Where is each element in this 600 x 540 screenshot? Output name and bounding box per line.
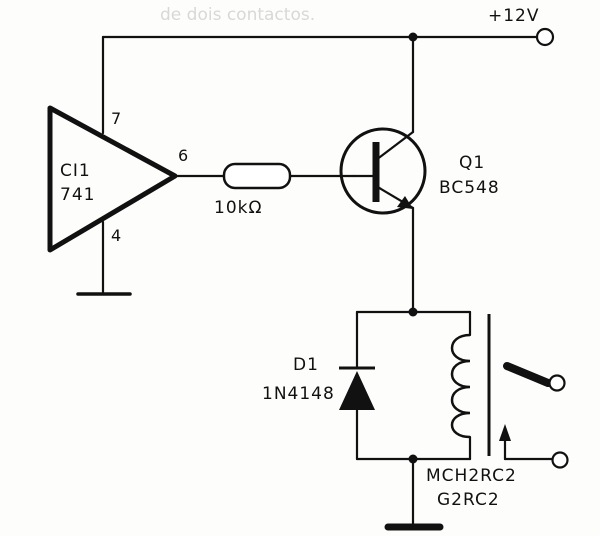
opamp-ic1: CI1 741 7 6 4 xyxy=(47,35,188,296)
ic-pin-supply-label: 7 xyxy=(111,109,121,128)
transistor-q1: Q1 BC548 xyxy=(339,35,500,314)
transistor-part-label: BC548 xyxy=(439,178,500,198)
diode-d1: D1 1N4148 xyxy=(262,310,375,461)
diode-part-label: 1N4148 xyxy=(262,384,335,404)
background-bleed-text: de dois contactos. xyxy=(160,5,315,25)
contact-terminal-upper xyxy=(548,374,566,392)
relay-part-label-line1: MCH2RC2 xyxy=(426,466,517,486)
relay-circuit: D1 1N4148 MCH2RC2 G2RC2 xyxy=(262,307,569,531)
ic-name-line1: CI1 xyxy=(60,161,91,181)
transistor-ref-label: Q1 xyxy=(459,153,485,173)
diode-ref-label: D1 xyxy=(293,355,319,375)
supply-label: +12V xyxy=(488,6,540,26)
ic-pin-ground-label: 4 xyxy=(111,226,121,245)
relay-contact xyxy=(499,362,569,469)
supply-rail: +12V xyxy=(101,6,555,47)
contact-terminal-lower xyxy=(551,451,569,469)
resistor-r1: 10kΩ xyxy=(173,162,356,218)
ic-pin-output-label: 6 xyxy=(178,146,188,165)
relay-coil xyxy=(450,310,491,461)
supply-terminal xyxy=(535,27,555,47)
relay-part-label-line2: G2RC2 xyxy=(437,490,500,510)
resistor-value-label: 10kΩ xyxy=(214,198,262,218)
ic-name-line2: 741 xyxy=(60,185,95,205)
